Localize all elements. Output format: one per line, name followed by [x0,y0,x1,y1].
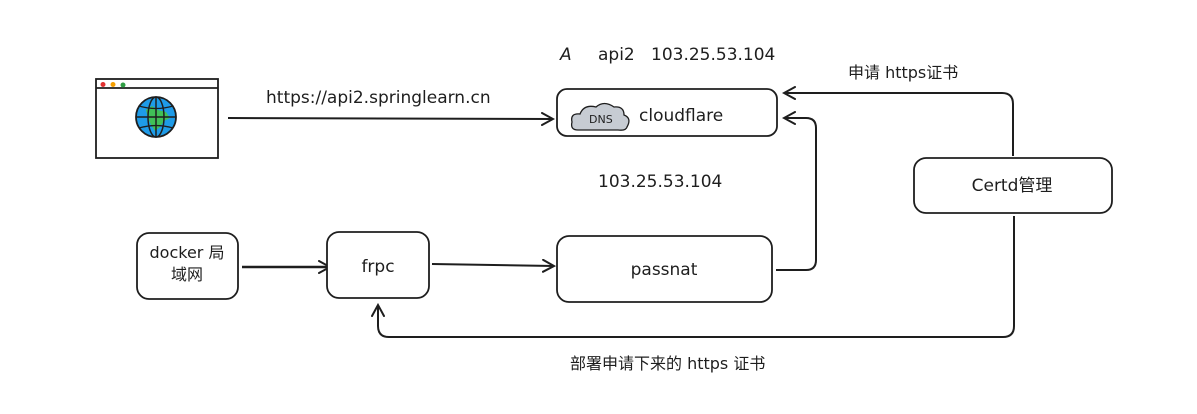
dns-badge-label: DNS [589,113,613,126]
browser-window-icon [95,78,219,159]
docker-label-line1: docker 局 [150,243,225,262]
certd-label: Certd管理 [972,176,1053,196]
dns-record-name: api2 [598,45,635,65]
deploy-cert-label: 部署申请下来的 https 证书 [570,354,765,373]
window-minimize-dot-icon [110,82,116,87]
window-close-dot-icon [100,82,106,87]
dns-record-type: A [559,45,572,65]
https-url-label: https://api2.springlearn.cn [266,88,491,108]
frpc-to-passnat-arrow [431,264,554,266]
frpc-node[interactable]: frpc [326,231,430,299]
certd-to-cloudflare-arrow [784,93,1014,156]
certd-node[interactable]: Certd管理 [913,157,1113,214]
docker-lan-node[interactable]: docker 局 域网 [136,232,239,300]
cloudflare-node[interactable]: DNS cloudflare [556,88,778,137]
globe-icon [135,96,177,138]
dns-cloud-icon: DNS [570,102,630,131]
apply-cert-label: 申请 https证书 [848,63,958,82]
certd-to-frpc-arrow [378,216,1015,338]
browser-to-cloudflare-arrow [227,118,553,119]
dns-record-ip: 103.25.53.104 [651,45,775,65]
passnat-ip-label: 103.25.53.104 [598,172,722,192]
cloudflare-label: cloudflare [639,106,723,126]
passnat-to-cloudflare-arrow [776,118,817,271]
passnat-node[interactable]: passnat [556,235,773,303]
passnat-label: passnat [631,260,698,280]
frpc-label: frpc [361,257,394,277]
docker-label-line2: 域网 [171,265,203,284]
window-maximize-dot-icon [120,82,126,88]
